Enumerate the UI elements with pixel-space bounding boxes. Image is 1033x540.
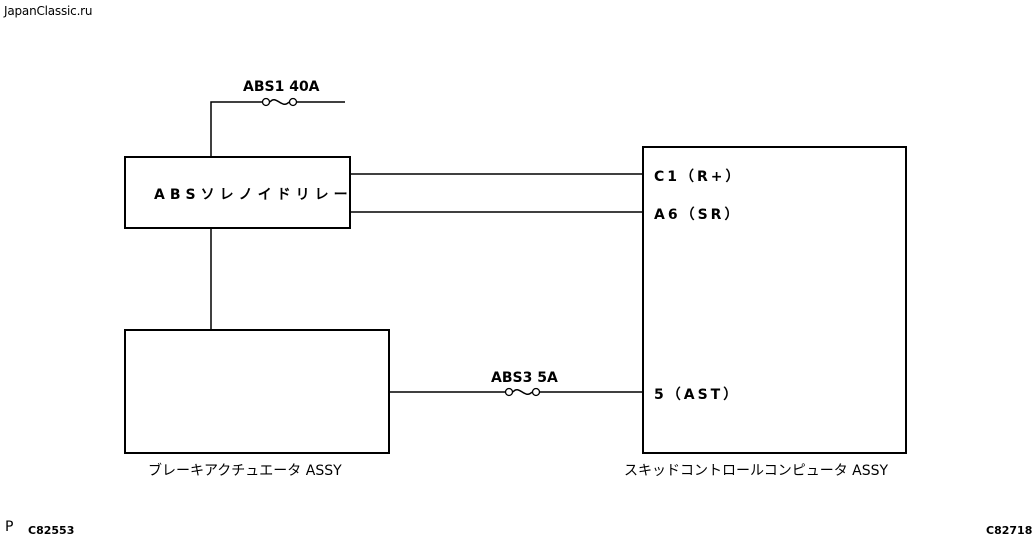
abs-solenoid-relay-box: ABSソレノイドリレー [124,156,351,229]
pin-label-c1-r-plus: C1（R+） [654,169,743,185]
skid-control-ecu-box: C1（R+） A6（SR） 5（AST） [642,146,907,454]
pin-label-5-ast: 5（AST） [654,387,741,403]
abs1-feed-wire [210,101,262,156]
brake-actuator-box [124,329,390,454]
watermark-text: JapanClassic.ru [4,4,93,18]
abs-solenoid-relay-label: ABSソレノイドリレー [154,187,353,203]
brake-actuator-caption: ブレーキアクチュエータ ASSY [148,463,342,479]
skid-control-ecu-caption: スキッドコントロールコンピュータ ASSY [624,463,889,479]
abs3-fuse-symbol [504,387,541,397]
figure-code-left: C82553 [28,524,75,537]
figure-code-right: C82718 [986,524,1033,537]
page-letter: P [5,519,14,535]
pin-label-a6-sr: A6（SR） [654,207,742,223]
abs1-fuse-label: ABS1 40A [243,79,320,95]
abs3-fuse-label: ABS3 5A [491,370,558,386]
abs1-fuse-symbol [261,97,298,107]
